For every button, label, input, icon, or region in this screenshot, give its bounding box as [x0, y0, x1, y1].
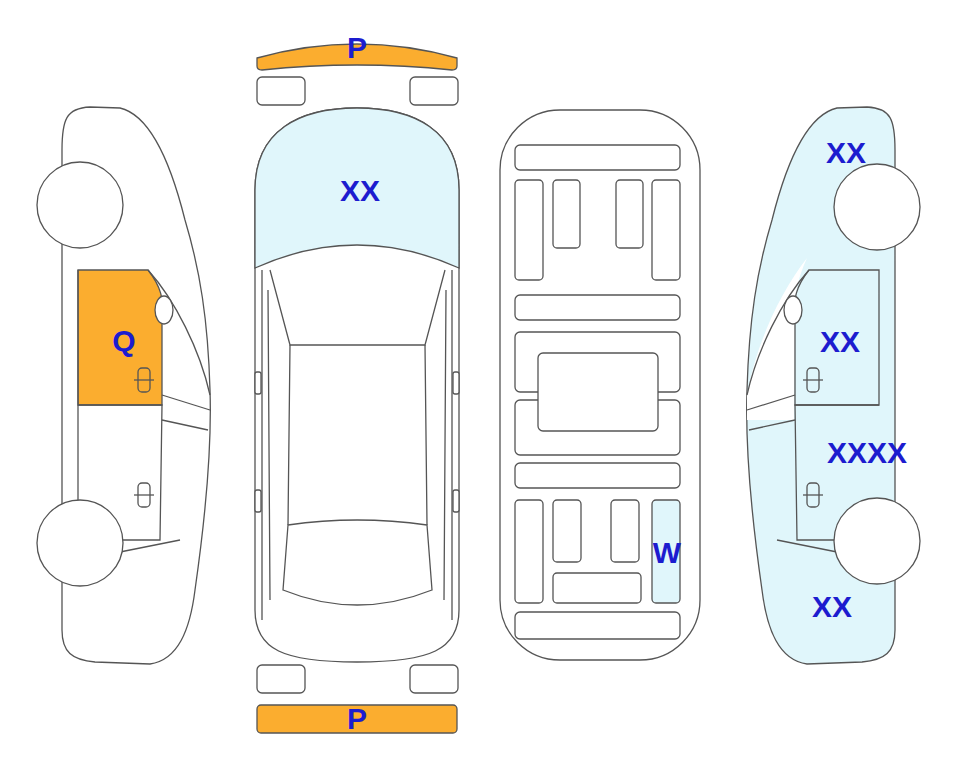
hood-panel: [255, 108, 459, 268]
panel-label-box: XX: [807, 588, 858, 625]
panel-code: Q: [112, 324, 135, 357]
panel-code: P: [347, 702, 367, 735]
panel-label-box: P: [342, 700, 373, 737]
panel-label-box: XX: [821, 134, 872, 171]
panel-code: P: [347, 31, 367, 64]
front-door-panel: [78, 270, 163, 405]
right-side-view: [747, 107, 920, 664]
panel-label-box: W: [648, 534, 687, 571]
panel-code: XX: [812, 590, 852, 623]
panel-code: XX: [826, 136, 866, 169]
panel-code: XX: [820, 325, 860, 358]
panel-label-box: XX: [335, 172, 386, 209]
panel-code: XXXX: [827, 436, 907, 469]
panel-label-box: Q: [107, 322, 141, 359]
panel-label-box: XXXX: [822, 434, 913, 471]
top-view: [255, 44, 459, 733]
left-side-view: [37, 107, 210, 664]
interior-view: [500, 110, 700, 660]
panel-label-box: XX: [815, 323, 866, 360]
panel-label-box: P: [342, 29, 373, 66]
panel-code: XX: [340, 174, 380, 207]
panel-code: W: [653, 536, 681, 569]
